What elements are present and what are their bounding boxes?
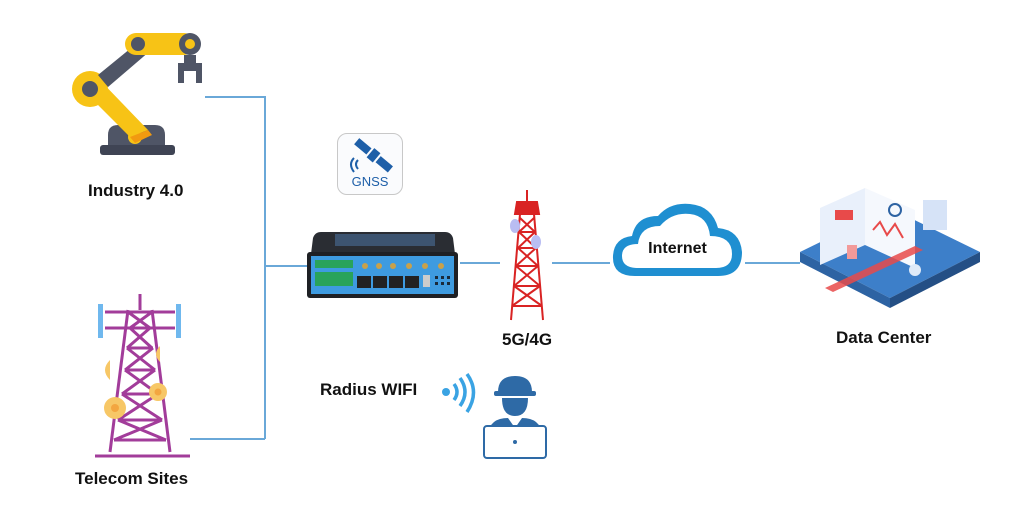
cloud-icon: [612, 203, 742, 276]
connector-router-tower: [460, 262, 500, 264]
datacenter-label: Data Center: [836, 328, 932, 347]
telecom-node: [80, 290, 200, 460]
data-center-icon: [800, 188, 980, 308]
cellular-label: 5G/4G: [502, 330, 553, 349]
engineer-node: [480, 372, 550, 462]
telecom-label: Telecom Sites: [75, 469, 189, 488]
connector-cloud-datacenter: [745, 262, 800, 264]
satellite-icon: [350, 138, 393, 173]
wifi-signal-icon: [442, 372, 476, 413]
wifi-label: Radius WIFI: [320, 380, 418, 399]
datacenter-node: [795, 180, 985, 310]
connector-tower-cloud: [552, 262, 610, 264]
telecom-tower-icon: [95, 294, 190, 458]
connector-telecom: [190, 438, 265, 440]
gnss-label: GNSS: [351, 174, 389, 189]
robot-arm-icon: [72, 33, 202, 155]
connector-industry: [205, 96, 265, 98]
cellular-node: [505, 188, 550, 323]
internet-node: Internet: [610, 198, 745, 283]
connector-bus-router: [265, 265, 307, 267]
router-node: [305, 230, 460, 300]
wifi-node: [440, 372, 480, 417]
internet-label: Internet: [648, 240, 707, 257]
industry-label: Industry 4.0: [88, 181, 184, 200]
industry-node: [60, 25, 220, 170]
cell-tower-icon: [510, 190, 544, 321]
connector-vertical-bus: [264, 96, 266, 439]
gnss-node: GNSS: [337, 133, 403, 195]
industrial-router-icon: [307, 232, 458, 298]
engineer-laptop-icon: [483, 376, 547, 459]
